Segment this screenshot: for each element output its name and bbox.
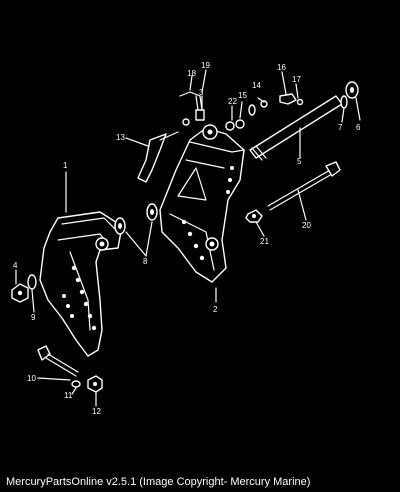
callout-4: 4 — [13, 261, 18, 270]
callout-11: 11 — [64, 391, 73, 400]
callout-21: 21 — [260, 237, 269, 246]
callout-10: 10 — [27, 374, 36, 383]
latch-part-16 — [279, 93, 297, 105]
nut-part-4 — [11, 283, 29, 303]
callout-9: 9 — [31, 313, 36, 322]
callout-18: 18 — [187, 69, 196, 78]
tilt-lever-part-13 — [137, 131, 179, 183]
pin-part-19 — [195, 95, 203, 111]
swivel-bracket-part-2 — [159, 124, 245, 283]
washer-small — [182, 118, 190, 126]
parts-exploded-diagram: 1 2 3 4 5 6 7 8 9 10 11 12 13 14 15 16 1… — [11, 61, 361, 416]
nut-part-21 — [245, 209, 263, 223]
washer-part-15 — [235, 119, 245, 129]
bolt-part-10 — [37, 345, 79, 377]
washer-part-9 — [27, 274, 37, 290]
long-bolt-part-20 — [267, 161, 341, 211]
callout-7: 7 — [338, 123, 343, 132]
nut-part-14 — [260, 100, 268, 108]
callout-17: 17 — [292, 75, 301, 84]
callout-1: 1 — [63, 161, 68, 170]
callout-15: 15 — [238, 91, 247, 100]
callout-labels: 1 2 3 4 5 6 7 8 9 10 11 12 13 14 15 16 1… — [13, 61, 361, 416]
callout-20: 20 — [302, 221, 311, 230]
copyright-caption: MercuryPartsOnline v2.5.1 (Image Copyrig… — [6, 476, 311, 488]
callout-13: 13 — [116, 133, 125, 142]
callout-6: 6 — [356, 123, 361, 132]
callout-2: 2 — [213, 305, 218, 314]
pin-part-17 — [296, 98, 304, 106]
callout-14: 14 — [252, 81, 261, 90]
callout-22: 22 — [228, 97, 237, 106]
spring-part-18 — [179, 91, 201, 97]
callout-19: 19 — [201, 61, 210, 70]
bushing-part-3 — [195, 109, 205, 121]
callout-3: 3 — [199, 88, 204, 97]
bushing-part-15b — [248, 104, 256, 116]
washers-part-8 — [114, 203, 158, 235]
callout-5: 5 — [297, 157, 302, 166]
tube-washer-part-7 — [340, 95, 348, 109]
washer-part-11 — [71, 380, 81, 388]
nut-part-12 — [87, 375, 103, 393]
top-hardware-group — [179, 91, 304, 131]
callout-16: 16 — [277, 63, 286, 72]
clamp-bracket-part-1 — [39, 211, 123, 357]
tube-nut-part-6 — [345, 81, 359, 99]
washer-part-22 — [225, 121, 235, 131]
callout-12: 12 — [92, 407, 101, 416]
leader-lines — [15, 69, 361, 407]
callout-8: 8 — [143, 257, 148, 266]
